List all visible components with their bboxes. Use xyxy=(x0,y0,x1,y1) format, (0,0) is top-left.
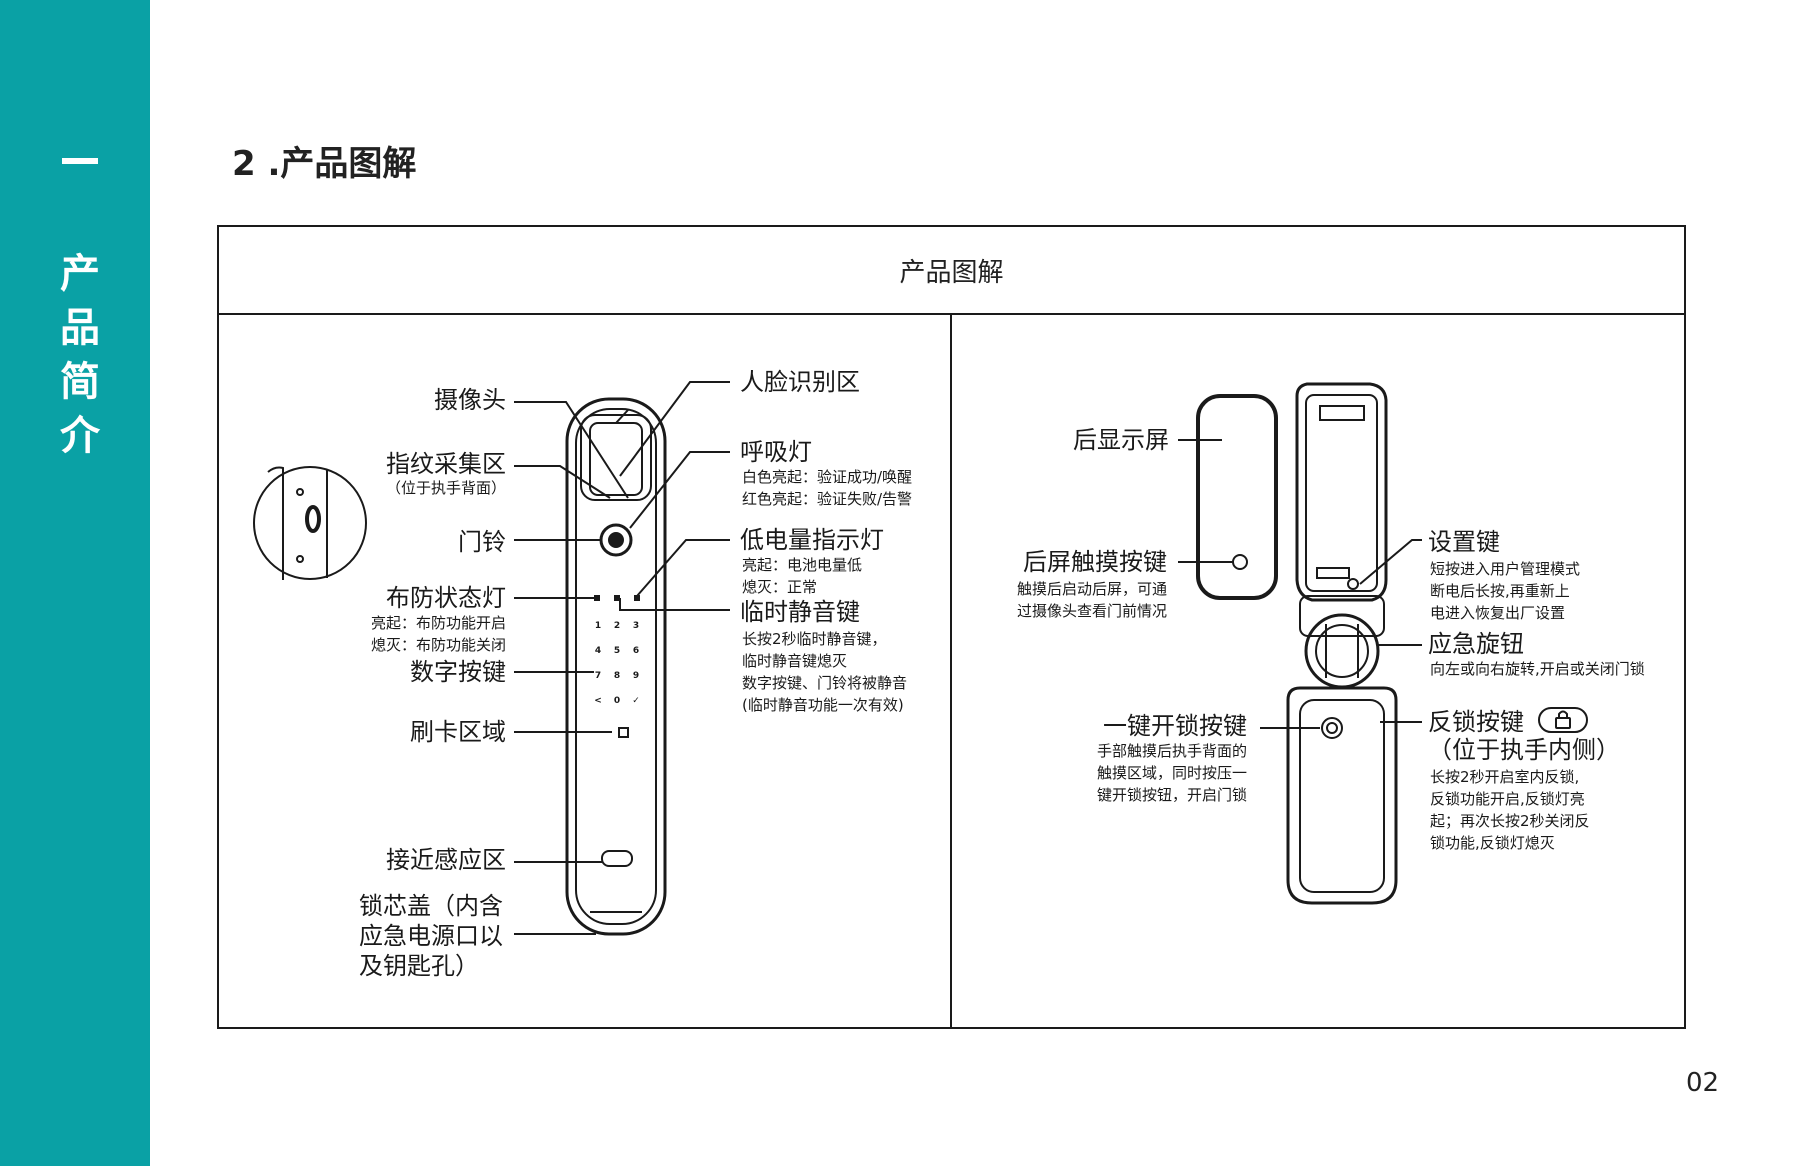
note-mute-4: (临时静音功能一次有效) xyxy=(742,696,904,714)
note-anti-lock-1: 长按2秒开启室内反锁, xyxy=(1430,768,1580,786)
section-title-char: 品 xyxy=(60,305,100,351)
label-lockcore-line3: 及钥匙孔） xyxy=(359,952,479,980)
label-face: 人脸识别区 xyxy=(740,368,860,396)
lock-icon xyxy=(1538,707,1588,733)
front-leader-lines xyxy=(514,381,730,935)
note-settings-2: 断电后长按,再重新上 xyxy=(1430,582,1570,600)
key-4: 4 xyxy=(595,646,601,656)
label-low-battery: 低电量指示灯 xyxy=(740,526,884,554)
note-emergency-knob: 向左或向右旋转,开启或关闭门锁 xyxy=(1430,660,1645,678)
note-fingerprint: （位于执手背面） xyxy=(385,479,506,497)
label-fingerprint: 指纹采集区 xyxy=(386,450,506,478)
note-one-key-1: 手部触摸后执手背面的 xyxy=(1096,742,1247,760)
label-emergency-knob: 应急旋钮 xyxy=(1428,630,1524,658)
label-lockcore-line2: 应急电源口以 xyxy=(359,922,503,950)
section-title-char: 介 xyxy=(60,413,100,459)
back-lock-drawing xyxy=(1196,382,1398,905)
note-settings-3: 电进入恢复出厂设置 xyxy=(1430,604,1566,622)
section-title-char: 产 xyxy=(60,251,100,297)
label-lockcore-line1: 锁芯盖（内含 xyxy=(359,892,503,920)
page-number: 02 xyxy=(1686,1068,1720,1098)
label-camera: 摄像头 xyxy=(434,386,506,414)
note-arm-light-on: 亮起：布防功能开启 xyxy=(370,614,506,632)
note-mute-2: 临时静音键熄灭 xyxy=(742,652,848,670)
note-rear-touch-1: 触摸后启动后屏，可通 xyxy=(1016,580,1167,598)
front-lock-drawing xyxy=(253,397,667,936)
key-0: 0 xyxy=(614,696,620,706)
label-one-key-unlock: 一键开锁按键 xyxy=(1103,712,1247,740)
note-anti-lock-3: 起；再次长按2秒关闭反 xyxy=(1430,812,1590,830)
key-1: 1 xyxy=(595,621,601,631)
section-sidebar: 产 品 简 介 xyxy=(0,0,150,1166)
label-proximity: 接近感应区 xyxy=(386,846,506,874)
note-one-key-3: 键开锁按钮，开启门锁 xyxy=(1096,786,1247,804)
note-mute-3: 数字按键、门铃将被静音 xyxy=(742,674,908,692)
back-leader-lines xyxy=(1178,439,1422,729)
section-number-dash xyxy=(62,158,98,164)
label-anti-lock: 反锁按键 xyxy=(1428,708,1524,736)
key-confirm: ✓ xyxy=(632,696,640,706)
note-breath-white: 白色亮起：验证成功/唤醒 xyxy=(742,468,913,486)
note-arm-light-off: 熄灭：布防功能关闭 xyxy=(370,636,506,654)
key-8: 8 xyxy=(614,671,620,681)
key-2: 2 xyxy=(614,621,620,631)
label-rear-touch: 后屏触摸按键 xyxy=(1023,548,1167,576)
label-settings-key: 设置键 xyxy=(1428,528,1500,556)
label-anti-lock-position: （位于执手内侧） xyxy=(1428,736,1620,764)
note-settings-1: 短按进入用户管理模式 xyxy=(1430,560,1581,578)
note-low-battery-off: 熄灭：正常 xyxy=(742,578,818,596)
note-anti-lock-2: 反锁功能开启,反锁灯亮 xyxy=(1430,790,1585,808)
note-low-battery-on: 亮起：电池电量低 xyxy=(742,556,863,574)
label-breath-light: 呼吸灯 xyxy=(740,438,812,466)
key-back: < xyxy=(594,696,602,706)
note-anti-lock-4: 锁功能,反锁灯熄灭 xyxy=(1430,834,1555,852)
label-mute: 临时静音键 xyxy=(740,598,860,626)
key-6: 6 xyxy=(633,646,639,656)
table-header: 产品图解 xyxy=(899,258,1004,288)
label-keypad: 数字按键 xyxy=(410,658,506,686)
label-arm-light: 布防状态灯 xyxy=(386,584,506,612)
note-rear-touch-2: 过摄像头查看门前情况 xyxy=(1016,602,1167,620)
note-breath-red: 红色亮起：验证失败/告警 xyxy=(742,490,913,508)
keypad-glyphs: 1 2 3 4 5 6 7 8 9 < 0 ✓ xyxy=(594,621,640,706)
label-card: 刷卡区域 xyxy=(410,718,506,746)
key-9: 9 xyxy=(633,671,639,681)
key-3: 3 xyxy=(633,621,639,631)
label-doorbell: 门铃 xyxy=(458,528,506,556)
section-title-char: 简 xyxy=(60,359,100,405)
note-mute-1: 长按2秒临时静音键， xyxy=(742,630,887,648)
page-title: 2 .产品图解 xyxy=(232,144,417,184)
key-5: 5 xyxy=(614,646,620,656)
key-7: 7 xyxy=(595,671,601,681)
label-rear-screen: 后显示屏 xyxy=(1073,426,1169,454)
card-icon xyxy=(618,727,629,738)
note-one-key-2: 触摸区域，同时按压一 xyxy=(1096,764,1247,782)
front-lock-indicator-dots xyxy=(594,595,640,601)
